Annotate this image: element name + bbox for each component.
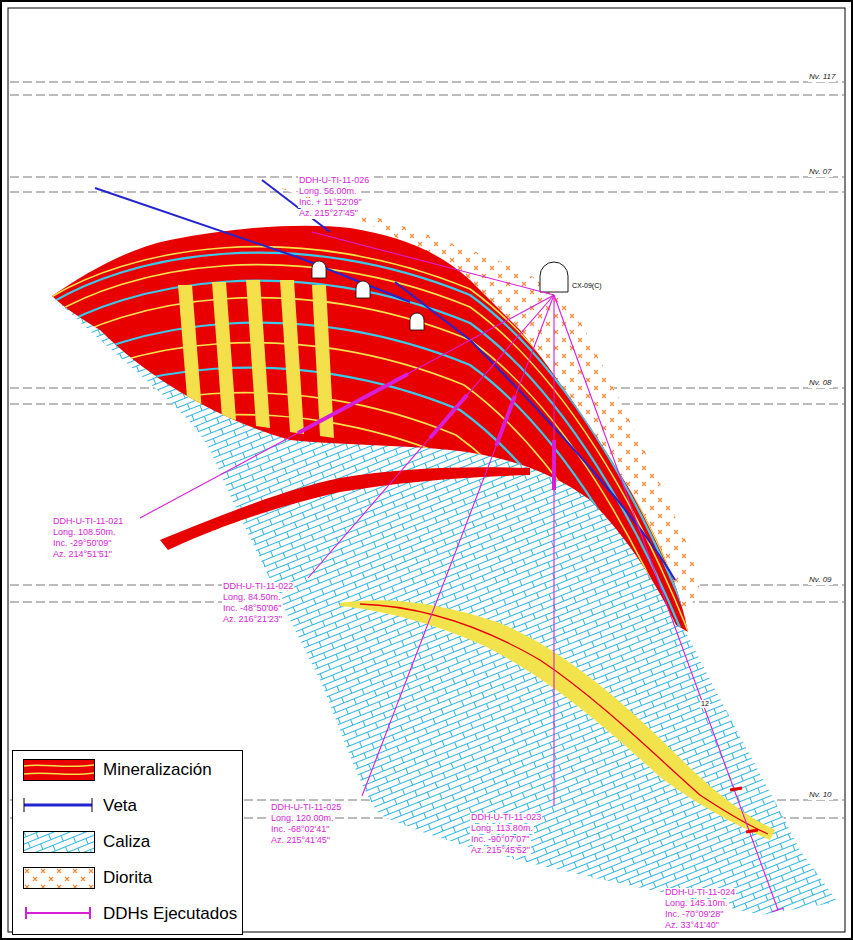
drillhole-label: Long. 120.00m. — [270, 814, 335, 824]
legend-text: Veta — [103, 796, 137, 816]
legend-swatch — [23, 795, 95, 817]
callout-label: CX-09(C) — [571, 282, 603, 290]
level-label: Nv. 10 — [808, 791, 833, 800]
callout-label: 12 — [700, 700, 710, 708]
drillhole-label: Inc. -68°02'41" — [270, 825, 331, 835]
drillhole-label: Az. 215°27'45" — [298, 209, 359, 219]
drillhole-label: Long. 145.10m. — [664, 899, 729, 909]
drillhole-label: Long. 84.50m. — [222, 593, 282, 603]
drillhole-label: Az. 215°45'52" — [470, 846, 531, 856]
drillhole-label: DDH-U-TI-11-025 — [270, 803, 342, 813]
drillhole-label: Az. 216°21'23" — [222, 615, 283, 625]
level-label: Nv. 07 — [808, 168, 833, 177]
drillhole-label: Long. 113.80m. — [470, 824, 534, 834]
drillhole-label: Az. 214°51'51" — [52, 550, 113, 560]
legend-text: Mineralización — [103, 760, 212, 780]
legend-swatch — [23, 831, 95, 853]
drillhole-label: Long. 108.50m. — [52, 528, 117, 538]
drillhole-label: Inc. -70°09'28" — [664, 910, 725, 920]
drillhole-label: Inc. -29°50'09" — [52, 539, 113, 549]
legend-text: Diorita — [103, 868, 152, 888]
drillhole-label: Az. 33°41'40" — [664, 921, 720, 931]
drillhole-label: DDH-U-TI-11-023 — [470, 813, 542, 823]
drillhole-label: Inc. -48°50'06" — [222, 604, 283, 614]
level-label: Nv. 08 — [808, 379, 833, 388]
drillhole-label: DDH-U-TI-11-021 — [52, 517, 124, 527]
legend-box: MineralizaciónVetaCalizaDioritaDDHs Ejec… — [12, 750, 243, 935]
drillhole-label: DDH-U-TI-11-022 — [222, 582, 294, 592]
drillhole-label: DDH-U-TI-11-026 — [298, 176, 370, 186]
legend-swatch — [23, 903, 95, 925]
legend-swatch — [23, 759, 95, 781]
level-label: Nv. 117 — [808, 73, 836, 82]
drillhole-label: DDH-U-TI-11-024 — [664, 888, 736, 898]
drillhole-label: Az. 215°41'45" — [270, 836, 331, 846]
drillhole-label: Inc. -90°07'07" — [470, 835, 531, 845]
level-label: Nv. 09 — [808, 576, 833, 585]
legend-text: Caliza — [103, 832, 150, 852]
legend-swatch — [23, 867, 95, 889]
drillhole-label: Long. 56.00m. — [298, 187, 358, 197]
drillhole-label: Inc. + 11°52'09" — [298, 198, 363, 208]
legend-text: DDHs Ejecutados — [103, 904, 237, 924]
